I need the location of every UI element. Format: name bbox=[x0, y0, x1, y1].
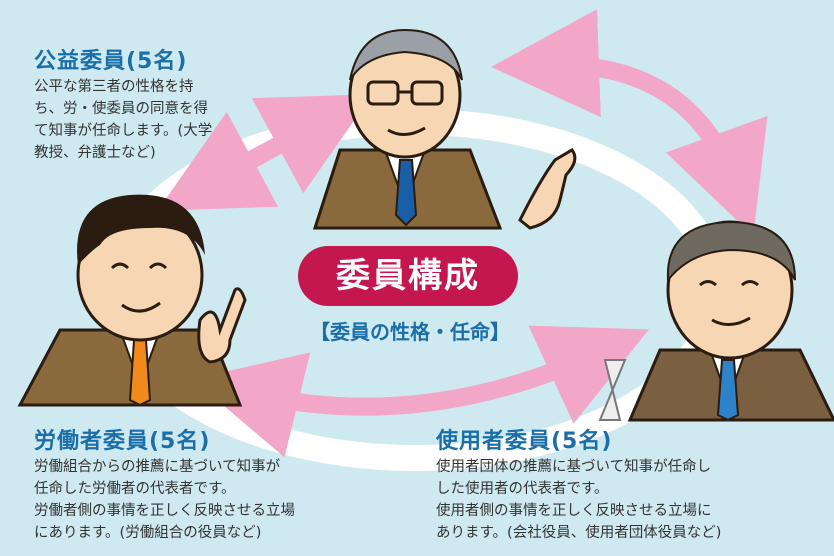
labor-member-line: 任命した労働者の代表者です。 bbox=[34, 481, 236, 497]
employer-member-line: した使用者の代表者です。 bbox=[436, 481, 609, 497]
arrow-public-employer-icon bbox=[491, 9, 768, 236]
center-subtitle: 【委員の性格・任命】 bbox=[310, 320, 510, 344]
labor-member-line: にあります。(労働組合の役員など) bbox=[34, 525, 262, 541]
public-member-line: 公平な第三者の性格を持 bbox=[34, 79, 194, 95]
employer-member-heading: 使用者委員(5名) bbox=[436, 429, 613, 454]
public-member-line: て知事が任命します。(大学 bbox=[34, 123, 213, 139]
public-member-block: 公益委員(5名) 公平な第三者の性格を持 ち、労・使委員の同意を得 て知事が任命… bbox=[34, 48, 212, 164]
employer-member-line: 使用者側の事情を正しく反映させる立場に bbox=[436, 503, 712, 519]
labor-member-heading: 労働者委員(5名) bbox=[34, 429, 211, 454]
employer-member-figure-icon bbox=[598, 220, 834, 422]
public-member-figure-icon bbox=[312, 28, 577, 230]
employer-member-line: 使用者団体の推薦に基づいて知事が任命し bbox=[436, 459, 712, 475]
labor-member-figure-icon bbox=[17, 194, 247, 407]
employer-member-line: あります。(会社役員、使用者団体役員など) bbox=[436, 525, 722, 541]
arrow-public-labor-icon bbox=[157, 94, 373, 211]
public-member-heading: 公益委員(5名) bbox=[34, 49, 188, 74]
employer-member-block: 使用者委員(5名) 使用者団体の推薦に基づいて知事が任命し した使用者の代表者で… bbox=[436, 428, 721, 544]
public-member-line: ち、労・使委員の同意を得 bbox=[34, 101, 208, 117]
labor-member-line: 労働者側の事情を正しく反映させる立場 bbox=[34, 503, 295, 519]
center-title: 委員構成 bbox=[298, 246, 518, 306]
arrow-labor-employer-icon bbox=[192, 325, 650, 458]
labor-member-block: 労働者委員(5名) 労働組合からの推薦に基づいて知事が 任命した労働者の代表者で… bbox=[34, 428, 295, 544]
labor-member-line: 労働組合からの推薦に基づいて知事が bbox=[34, 459, 281, 475]
public-member-line: 教授、弁護士など) bbox=[34, 145, 156, 161]
